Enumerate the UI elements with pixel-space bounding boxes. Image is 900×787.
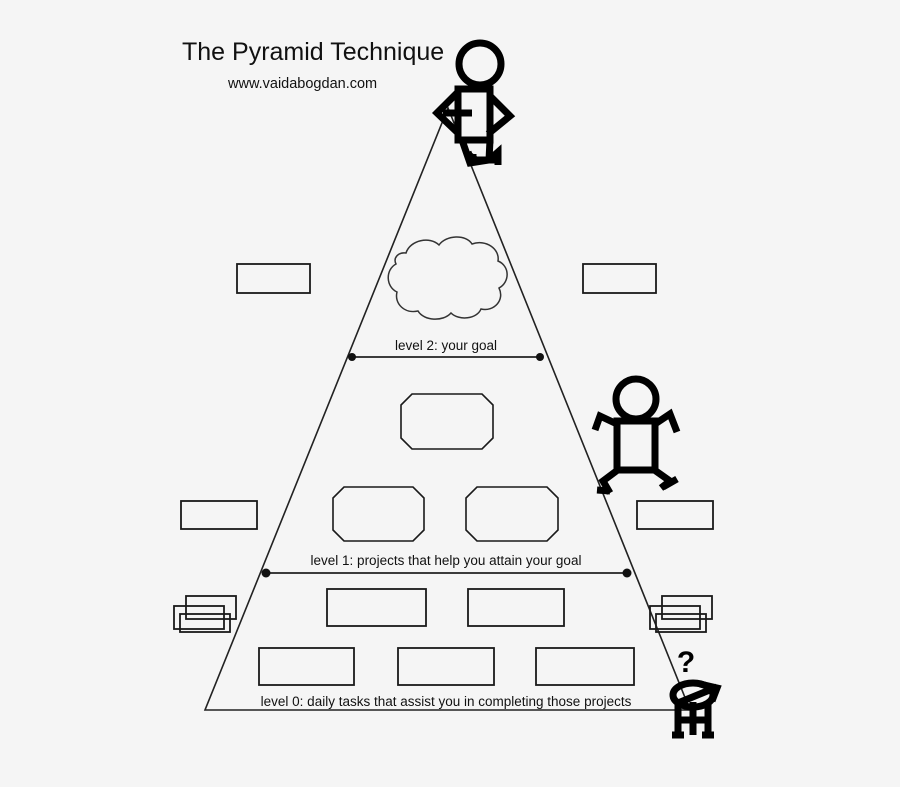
side-box-left-middle: [180, 500, 258, 530]
level-2-label: level 2: your goal: [395, 338, 497, 353]
level-1-divider: level 1: projects that help you attain y…: [261, 553, 632, 578]
project-rounded-box-right: [465, 486, 559, 542]
side-box-right-upper: [582, 263, 657, 294]
confused-stick-figure-icon: ?: [669, 646, 722, 739]
task-box-upper-right: [467, 588, 565, 627]
divider-dot-right: [536, 353, 544, 361]
running-stick-figure-icon: [591, 375, 681, 495]
task-box-lower-center: [397, 647, 495, 686]
task-box-lower-left: [258, 647, 355, 686]
goal-rounded-box: [400, 393, 494, 450]
thought-cloud-icon: [387, 236, 508, 320]
pyramid-outline: [203, 105, 692, 711]
task-box-lower-right: [535, 647, 635, 686]
project-rounded-box-left: [332, 486, 425, 542]
standing-stick-figure-icon: [431, 39, 516, 167]
divider-dot-right: [622, 568, 632, 578]
task-box-upper-left: [326, 588, 427, 627]
level-0-label: level 0: daily tasks that assist you in …: [261, 694, 632, 709]
side-box-right-middle: [636, 500, 714, 530]
question-mark-label: ?: [677, 646, 695, 679]
divider-dot-left: [261, 568, 271, 578]
level-2-divider: level 2: your goal: [348, 338, 544, 361]
level-1-label: level 1: projects that help you attain y…: [311, 553, 582, 568]
level-0-divider: level 0: daily tasks that assist you in …: [261, 694, 632, 709]
page-title: The Pyramid Technique: [182, 38, 444, 66]
side-box-left-upper: [236, 263, 311, 294]
divider-dot-left: [348, 353, 356, 361]
site-url: www.vaidabogdan.com: [227, 76, 377, 92]
stacked-boxes-left: [173, 595, 237, 633]
stacked-boxes-right: [649, 595, 713, 633]
